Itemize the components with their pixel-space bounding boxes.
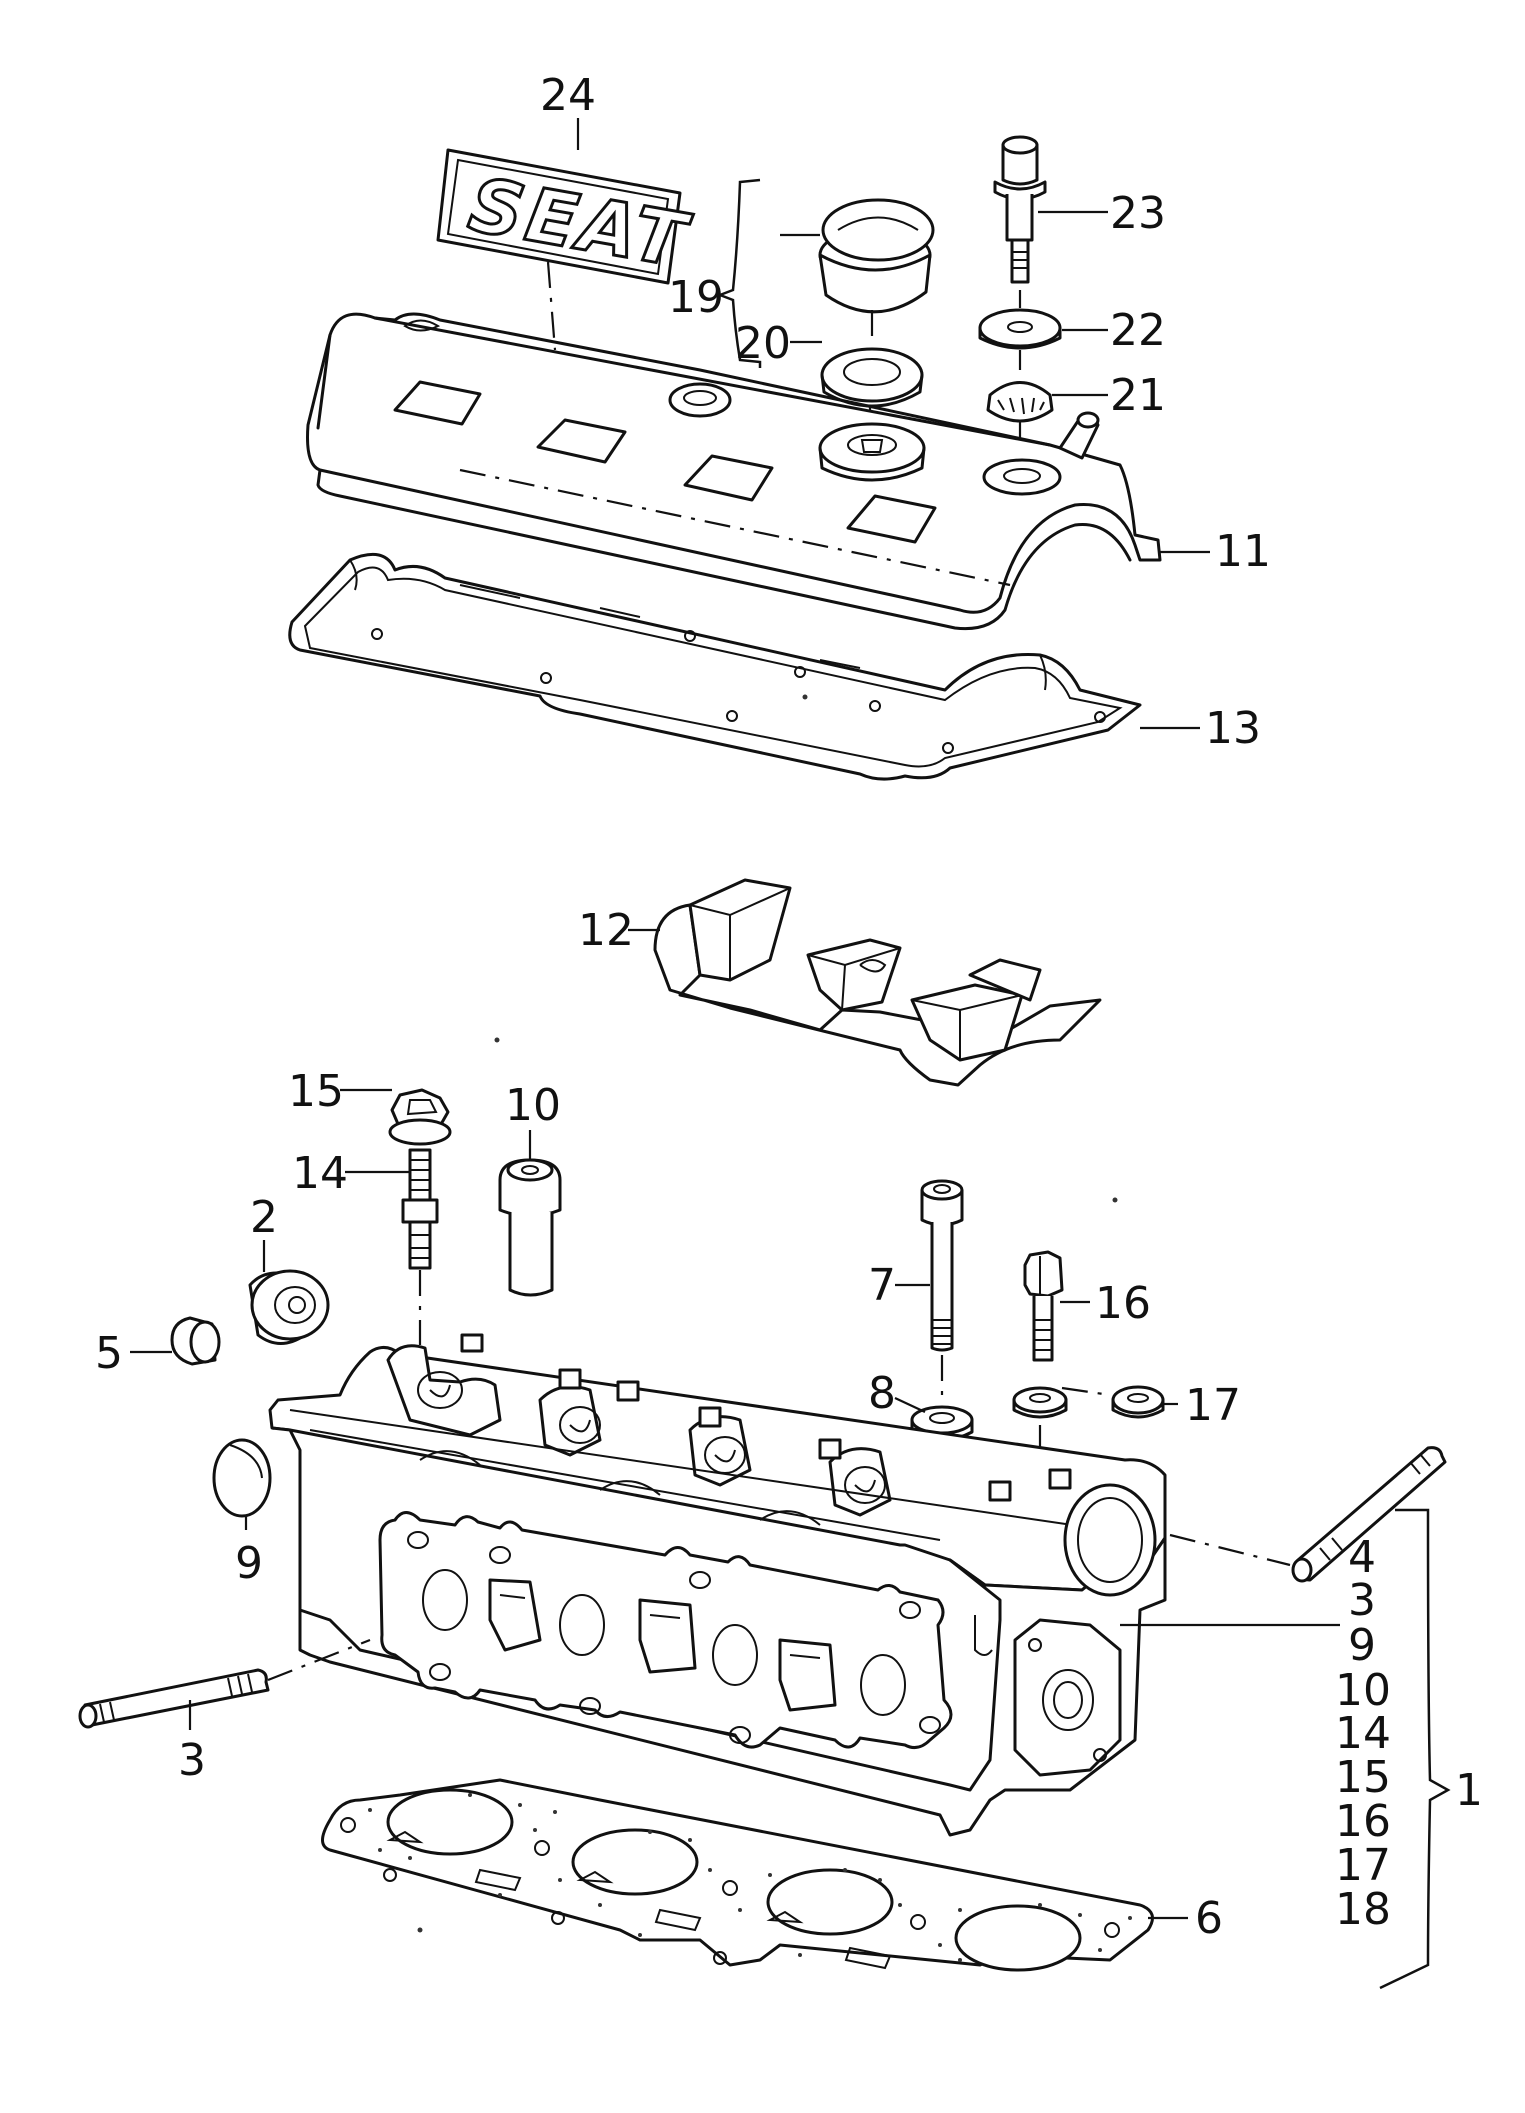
kit-item-16: 16	[1335, 1796, 1391, 1847]
callout-14: 14	[292, 1148, 348, 1199]
callout-17: 17	[1185, 1380, 1241, 1431]
nut-15	[388, 1088, 452, 1146]
washer-16	[1012, 1386, 1068, 1530]
callout-23: 23	[1110, 188, 1166, 239]
brace-kit-1	[1379, 1508, 1451, 1990]
washer-22	[978, 308, 1062, 370]
callout-12: 12	[578, 905, 634, 956]
cover-bolt	[993, 135, 1047, 308]
cylinder-head-gasket	[321, 1778, 1154, 1972]
emblem-logo-text: SEAT	[463, 162, 697, 285]
head-bolt-7	[920, 1179, 964, 1400]
callout-13: 13	[1205, 703, 1261, 754]
filler-seal-ring	[820, 347, 924, 432]
kit-item-18: 18	[1335, 1884, 1391, 1935]
sealing-plug-5	[170, 1316, 221, 1366]
callout-9: 9	[235, 1538, 263, 1589]
kit-item-3: 3	[1348, 1575, 1376, 1626]
callout-21: 21	[1110, 370, 1166, 421]
callout-5: 5	[95, 1328, 123, 1379]
callout-24: 24	[540, 70, 596, 121]
kit-parts-list: 4 3 9 10 14 15 16 17 18 1	[1335, 1532, 1483, 1935]
stud-14	[401, 1148, 439, 1345]
valve-cover	[306, 312, 1162, 631]
callout-19: 19	[668, 272, 724, 323]
oil-filler-cap	[818, 198, 935, 340]
cylinder-head	[268, 1333, 1167, 1837]
callout-22: 22	[1110, 305, 1166, 356]
camshaft-oil-seal	[248, 1269, 330, 1345]
kit-item-10: 10	[1335, 1665, 1391, 1716]
kit-item-15: 15	[1335, 1752, 1391, 1803]
brace-19	[716, 178, 762, 368]
callout-10: 10	[505, 1080, 561, 1131]
seat-emblem: SEAT	[436, 148, 698, 351]
kit-item-4: 4	[1348, 1532, 1376, 1583]
callout-labels: 24 23 19 20 22 21 11 13 12 15 10 14 2 7 …	[95, 70, 1271, 1944]
callout-11: 11	[1215, 526, 1271, 577]
kit-item-14: 14	[1335, 1708, 1391, 1759]
valve-guide	[498, 1158, 562, 1297]
leader-lines	[130, 118, 1340, 1920]
callout-7: 7	[868, 1260, 896, 1311]
bolt-16	[1023, 1250, 1064, 1362]
callout-2: 2	[250, 1192, 278, 1243]
kit-label-1: 1	[1455, 1765, 1483, 1816]
valve-cover-gasket	[288, 552, 1142, 781]
kit-item-9: 9	[1348, 1620, 1376, 1671]
washer-17	[1061, 1385, 1165, 1419]
cover-plug-9	[212, 1438, 272, 1530]
callout-8: 8	[868, 1368, 896, 1419]
callout-3: 3	[178, 1735, 206, 1786]
callout-15: 15	[288, 1066, 344, 1117]
callout-20: 20	[735, 318, 791, 369]
kit-item-17: 17	[1335, 1840, 1391, 1891]
intake-flange	[378, 1511, 953, 1750]
stud-4-right	[1169, 1446, 1447, 1583]
callout-6: 6	[1195, 1893, 1223, 1944]
callout-16: 16	[1095, 1278, 1151, 1329]
stud-3-left	[78, 1638, 371, 1729]
oil-baffle-plate	[653, 878, 1102, 1087]
